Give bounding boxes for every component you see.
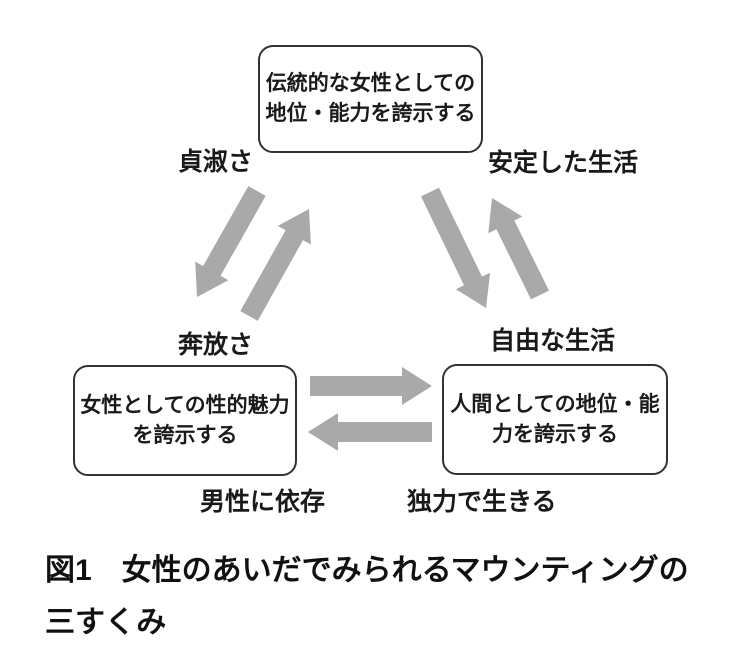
node-text-line: 女性としての性的魅力 — [80, 393, 290, 417]
node-text-line: 人間としての地位・能 — [450, 392, 660, 416]
arrow-top-to-bottomright-icon — [421, 187, 491, 308]
figure-caption-line2: 三すくみ — [45, 606, 167, 639]
edge-label-wildness: 奔放さ — [178, 331, 254, 359]
edge-label-chastity: 貞淑さ — [178, 148, 254, 176]
edge-label-stable-life: 安定した生活 — [488, 149, 639, 177]
arrow-top-to-bottomleft-icon — [195, 186, 266, 297]
node-text-line: 力を誇示する — [492, 422, 618, 446]
arrow-bottomleft-to-top-icon — [240, 209, 311, 321]
node-sexual-appeal: 女性としての性的魅力 を誇示する — [73, 365, 297, 476]
edge-label-live-independently: 独力で生きる — [407, 488, 557, 516]
node-traditional-status: 伝統的な女性としての 地位・能力を誇示する — [258, 45, 483, 153]
node-human-status: 人間としての地位・能 力を誇示する — [442, 364, 668, 475]
node-text-line: 地位・能力を誇示する — [265, 102, 476, 125]
figure-caption-line1: 図1 女性のあいだでみられるマウンティングの — [45, 554, 689, 587]
arrow-left-to-right-icon — [310, 367, 432, 405]
edge-label-depend-on-men: 男性に依存 — [200, 488, 326, 516]
arrow-right-to-left-icon — [308, 413, 432, 451]
edge-label-free-life: 自由な生活 — [490, 327, 616, 355]
arrow-bottomright-to-top-icon — [488, 198, 549, 300]
node-text-line: 伝統的な女性としての — [265, 72, 476, 95]
node-text-line: を誇示する — [132, 423, 238, 447]
